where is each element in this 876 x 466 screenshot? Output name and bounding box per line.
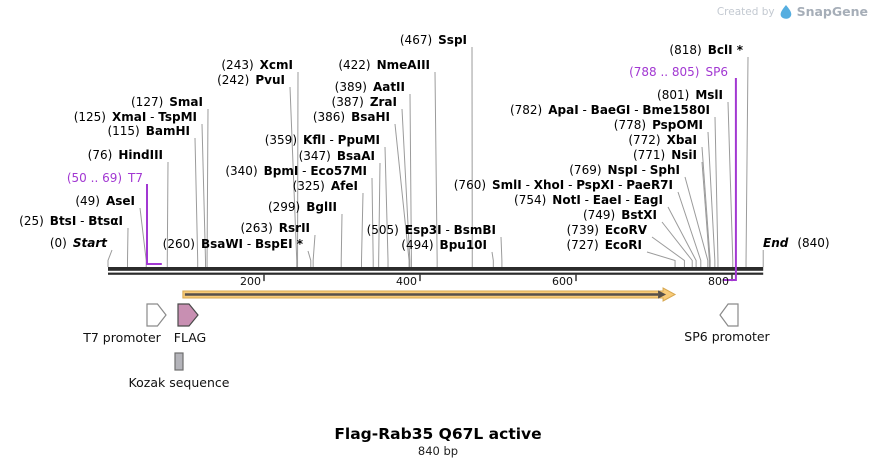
site-connector xyxy=(194,137,199,267)
site-label-bglii[interactable]: (299)BglII xyxy=(267,200,337,214)
site-label-aatii[interactable]: (389)AatII xyxy=(334,80,405,94)
ruler-tick-label-400: 400 xyxy=(396,275,417,288)
site-label-nspisphi[interactable]: (769)NspI - SphI xyxy=(569,163,680,177)
site-connector xyxy=(646,251,676,267)
site-label-msli[interactable]: (801)MslI xyxy=(657,88,723,102)
watermark[interactable]: Created by SnapGene xyxy=(717,4,868,19)
site-label-asei[interactable]: (49)AseI xyxy=(75,194,135,208)
site-label-start[interactable]: (0)Start xyxy=(49,236,107,250)
site-connector xyxy=(127,227,129,267)
site-connector xyxy=(166,161,169,267)
site-connector xyxy=(684,176,709,267)
site-label-xbai[interactable]: (772)XbaI xyxy=(628,133,697,147)
site-connector xyxy=(201,123,206,267)
construct-title: Flag-Rab35 Q67L active xyxy=(334,425,542,443)
site-connector xyxy=(409,93,412,267)
site-label-zrai[interactable]: (387)ZraI xyxy=(331,95,397,109)
site-label-hindiii[interactable]: (76)HindIII xyxy=(87,148,163,162)
region-label-t7[interactable]: (50 .. 69)T7 xyxy=(66,171,143,185)
site-label-bsaai[interactable]: (347)BsaAI xyxy=(298,149,375,163)
site-label-bstxi[interactable]: (749)BstXI xyxy=(582,208,657,222)
site-connector xyxy=(394,123,410,267)
site-connector xyxy=(745,56,749,267)
site-connector xyxy=(714,116,719,267)
site-label-smai[interactable]: (127)SmaI xyxy=(131,95,203,109)
site-connector xyxy=(307,250,312,267)
site-label-smlixhoipspxipaer7i[interactable]: (760)SmlI - XhoI - PspXI - PaeR7I xyxy=(453,178,673,192)
site-label-bsahi[interactable]: (386)BsaHI xyxy=(312,110,390,124)
site-label-nsii[interactable]: (771)NsiI xyxy=(632,148,697,162)
site-connector xyxy=(384,146,389,267)
site-connector xyxy=(371,177,374,267)
site-connector xyxy=(667,206,697,267)
site-label-notieaeieagi[interactable]: (754)NotI - EaeI - EagI xyxy=(514,193,663,207)
ruler-tick-label-600: 600 xyxy=(552,275,573,288)
region-label-sp6[interactable]: (788 .. 805)SP6 xyxy=(629,65,728,79)
site-connector xyxy=(401,108,411,267)
site-connector xyxy=(340,213,343,267)
site-connector xyxy=(651,236,685,267)
sp6-promoter-arrow[interactable] xyxy=(719,303,739,327)
kozak-sequence-label: Kozak sequence xyxy=(128,375,230,390)
site-connectors xyxy=(107,46,764,267)
site-label-sspi[interactable]: (467)SspI xyxy=(399,33,467,47)
site-connector xyxy=(434,71,438,267)
site-label-apaibaegibme1580i[interactable]: (782)ApaI - BaeGI - Bme1580I xyxy=(509,103,710,117)
site-connector xyxy=(727,101,734,267)
watermark-created-by: Created by xyxy=(716,5,775,18)
site-connector xyxy=(677,191,702,267)
site-connector xyxy=(707,131,716,267)
site-label-bpmieco57mi[interactable]: (340)BpmI - Eco57MI xyxy=(225,164,367,178)
flag-arrow[interactable] xyxy=(177,303,199,327)
ruler-tick-600 xyxy=(575,274,577,282)
site-label-bpu10i[interactable]: (494)Bpu10I xyxy=(401,238,487,252)
site-label-pspomi[interactable]: (778)PspOMI xyxy=(613,118,703,132)
construct-length: 840 bp xyxy=(417,444,459,458)
site-label-end[interactable]: End(840) xyxy=(763,236,830,250)
snapgene-logo-icon xyxy=(780,4,791,19)
ruler-tick-label-800: 800 xyxy=(708,275,729,288)
site-label-bcli[interactable]: (818)BclI * xyxy=(669,43,743,57)
site-label-pvui[interactable]: (242)PvuI xyxy=(217,73,285,87)
site-label-bsawibspei[interactable]: (260)BsaWI - BspEI * xyxy=(162,237,303,251)
site-connector xyxy=(500,236,503,267)
kozak-sequence-box[interactable] xyxy=(174,352,184,371)
t7-promoter-arrow[interactable] xyxy=(146,303,167,327)
site-label-kflippumi[interactable]: (359)KflI - PpuMI xyxy=(264,133,380,147)
site-label-afei[interactable]: (325)AfeI xyxy=(292,179,358,193)
site-label-esp3ibsmbi[interactable]: (505)Esp3I - BsmBI xyxy=(366,223,496,237)
site-connector xyxy=(378,162,381,267)
sequence-ruler xyxy=(108,267,764,282)
site-connector xyxy=(701,161,710,267)
t7-promoter-label: T7 promoter xyxy=(83,330,161,345)
site-label-bamhi[interactable]: (115)BamHI xyxy=(107,124,190,138)
site-label-xcmi[interactable]: (243)XcmI xyxy=(221,58,293,72)
site-connector xyxy=(361,192,364,267)
site-label-rsrii[interactable]: (263)RsrII xyxy=(240,221,310,235)
ruler-tick-label-200: 200 xyxy=(240,275,261,288)
site-connector xyxy=(661,221,693,267)
ruler-tick-200 xyxy=(263,274,265,282)
site-label-nmeaiii[interactable]: (422)NmeAIII xyxy=(338,58,430,72)
site-connector xyxy=(289,86,298,267)
sp6-promoter-label: SP6 promoter xyxy=(684,329,770,344)
site-label-ecori[interactable]: (727)EcoRI xyxy=(566,238,642,252)
site-label-xmaitspmi[interactable]: (125)XmaI - TspMI xyxy=(73,110,197,124)
region-brackets xyxy=(146,78,737,281)
site-connector xyxy=(206,108,209,267)
ruler-tick-800 xyxy=(731,274,733,282)
site-connector xyxy=(312,234,316,267)
ruler-tick-400 xyxy=(419,274,421,282)
site-connector xyxy=(139,207,147,267)
site-connector xyxy=(107,249,113,267)
site-connector xyxy=(701,146,711,267)
site-label-ecorv[interactable]: (739)EcoRV xyxy=(566,223,647,237)
flag-label: FLAG xyxy=(173,330,207,345)
site-connector xyxy=(491,251,494,267)
site-label-btsibtsi[interactable]: (25)BtsI - BtsαI xyxy=(19,214,123,228)
watermark-brand: SnapGene xyxy=(796,4,868,19)
cds-arrow-core-head xyxy=(658,290,667,299)
